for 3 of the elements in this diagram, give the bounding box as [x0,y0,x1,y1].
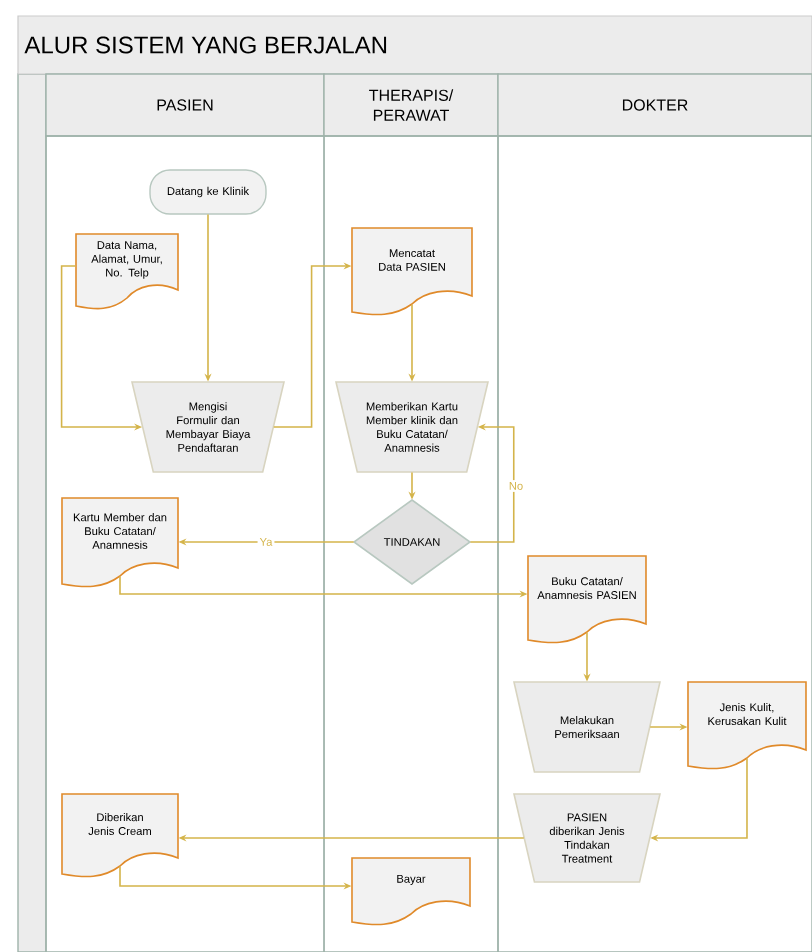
node-label: PASIEN [157,99,213,111]
node-label: DOKTER [622,99,688,111]
node-label: THERAPIS/ PERAWAT [369,89,454,121]
